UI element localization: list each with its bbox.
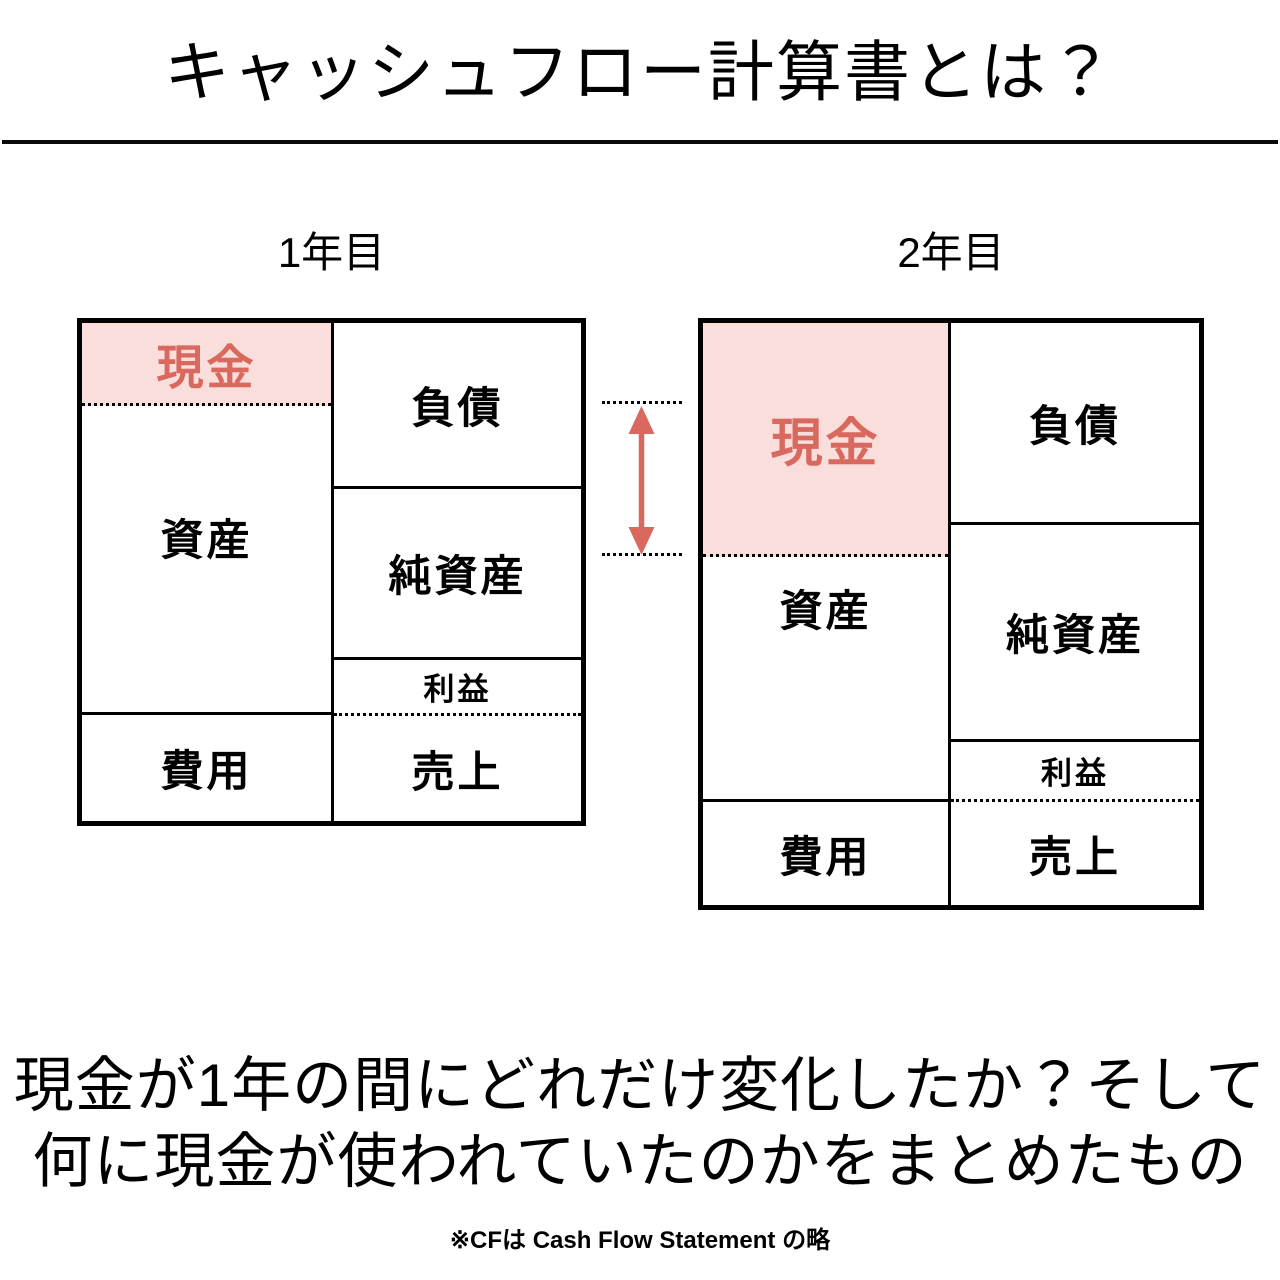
year1-assets-cell: 資産 [82,406,331,715]
description: 現金が1年の間にどれだけ変化したか？そして 何に現金が使われていたのかをまとめた… [0,1048,1280,1200]
year1-net-assets-cell: 純資産 [334,489,581,660]
year1-assets-label: 資産 [160,517,253,565]
year2-label: 2年目 [897,229,1005,276]
year2-sales-label: 売上 [1029,833,1121,882]
year2-expenses-cell: 費用 [703,802,948,905]
year1-net-assets-label: 純資産 [388,553,527,601]
year2-profit-label: 利益 [1041,756,1109,791]
cash-level-guide-top [602,401,682,404]
year2-expenses-label: 費用 [779,833,872,882]
year2-liabilities-cell: 負債 [951,323,1199,525]
cash-level-guide-bottom [602,553,682,556]
year2-liabilities-label: 負債 [1029,402,1121,451]
title-underline [2,140,1278,144]
year1-profit-label: 利益 [423,672,492,707]
year2-column-divider [948,323,951,905]
year1-sales-label: 売上 [411,748,504,797]
year2-net-assets-cell: 純資産 [951,525,1199,742]
year2-cash-cell: 現金 [703,323,948,557]
year2-assets-label: 資産 [779,588,872,636]
year1-label: 1年目 [277,229,386,276]
year1-liabilities-cell: 負債 [334,323,581,489]
cash-change-arrow-icon [628,406,655,555]
year1-profit-cell: 利益 [334,660,581,716]
year2-cash-label: 現金 [770,415,881,473]
year2-assets-cell: 資産 [703,557,948,802]
description-line1: 現金が1年の間にどれだけ変化したか？そして [13,1052,1267,1119]
description-line2: 何に現金が使われていたのかをまとめたもの [32,1128,1248,1195]
footnote: ※CFは Cash Flow Statement の略 [449,1227,831,1254]
year1-column-divider [331,323,334,821]
year2-profit-cell: 利益 [951,742,1199,802]
year2-balance-sheet: 現金 資産 費用 負債 純資産 利益 売上 [698,318,1204,910]
year1-cash-label: 現金 [156,340,257,394]
year2-net-assets-label: 純資産 [1006,612,1144,660]
year1-expenses-label: 費用 [160,748,253,796]
year1-sales-cell: 売上 [334,716,581,821]
year1-liabilities-label: 負債 [411,384,504,433]
year1-expenses-cell: 費用 [82,715,331,821]
year1-balance-sheet: 現金 資産 費用 負債 純資産 利益 売上 [77,318,586,826]
year1-cash-cell: 現金 [82,323,331,406]
year2-sales-cell: 売上 [951,802,1199,905]
page-title: キャッシュフロー計算書とは？ [164,35,1116,109]
